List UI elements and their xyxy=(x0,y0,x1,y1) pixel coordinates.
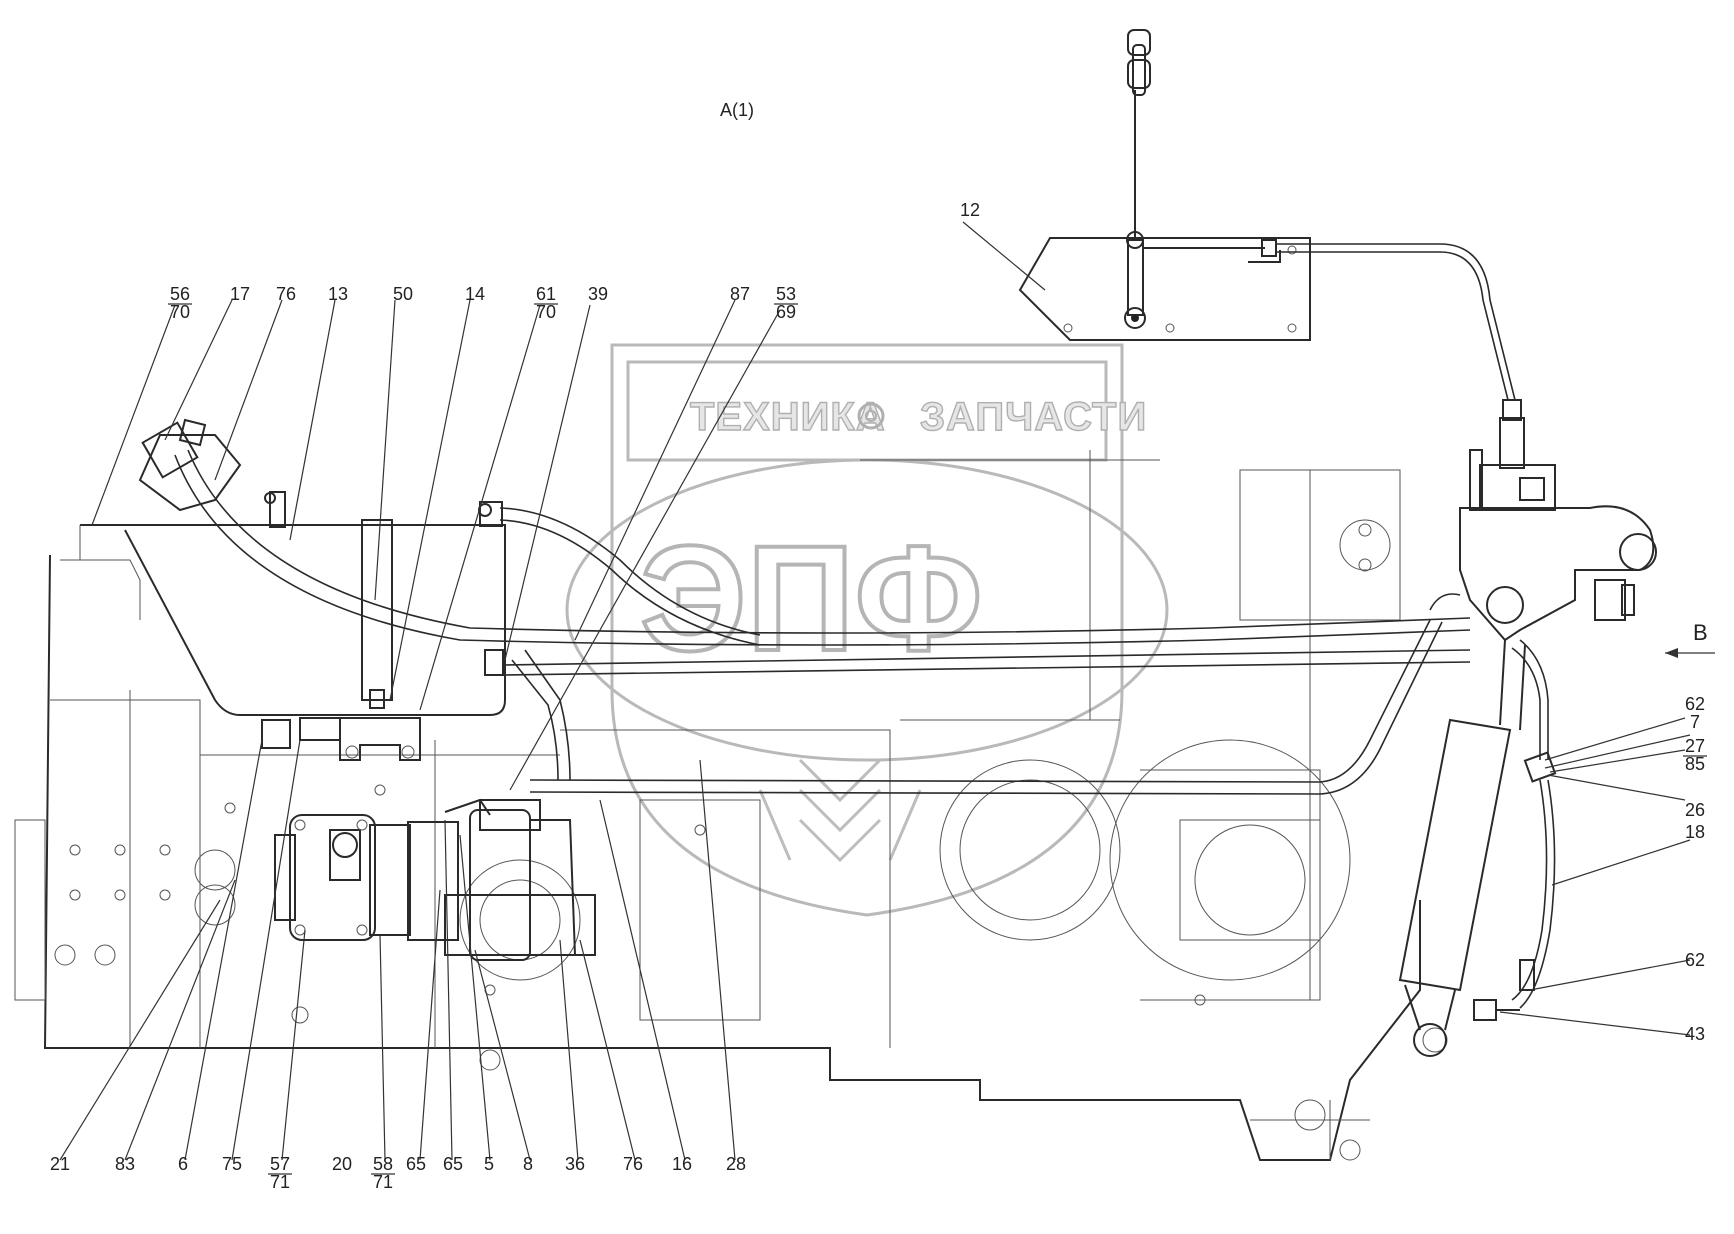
callout-70b: 70 xyxy=(536,302,556,322)
oil-tank xyxy=(79,491,506,761)
callout-76-top: 76 xyxy=(276,284,296,304)
callout-6: 6 xyxy=(178,1154,188,1174)
callout-8: 8 xyxy=(523,1154,533,1174)
callout-56: 56 xyxy=(170,284,190,304)
callout-18: 18 xyxy=(1685,822,1705,842)
callout-53: 53 xyxy=(776,284,796,304)
direction-label: В xyxy=(1693,620,1708,645)
callout-27: 27 xyxy=(1685,736,1705,756)
wheat-emblem-icon xyxy=(758,758,922,863)
control-cable xyxy=(1276,243,1525,469)
filler-neck xyxy=(138,418,242,512)
gear-icon xyxy=(857,402,885,430)
callout-57: 57 xyxy=(270,1154,290,1174)
callout-20: 20 xyxy=(332,1154,352,1174)
callout-69: 69 xyxy=(776,302,796,322)
callout-50: 50 xyxy=(393,284,413,304)
callout-labels: А(1) В 56 70 17 76 13 50 14 61 70 39 87 … xyxy=(50,100,1715,1192)
hose-18 xyxy=(1473,639,1557,1021)
callout-62-bottom: 62 xyxy=(1685,950,1705,970)
callout-61: 61 xyxy=(536,284,556,304)
watermark-big-text: ЭПФ xyxy=(640,514,983,682)
hose-bundle xyxy=(174,449,1471,676)
view-label: А(1) xyxy=(720,100,754,120)
callout-75: 75 xyxy=(222,1154,242,1174)
callout-5: 5 xyxy=(484,1154,494,1174)
callout-58: 58 xyxy=(373,1154,393,1174)
transmission-housing xyxy=(14,450,1448,1161)
callout-39: 39 xyxy=(588,284,608,304)
callout-12: 12 xyxy=(960,200,980,220)
callout-36: 36 xyxy=(565,1154,585,1174)
callout-65b: 65 xyxy=(443,1154,463,1174)
callout-65a: 65 xyxy=(406,1154,426,1174)
callout-76-bottom: 76 xyxy=(623,1154,643,1174)
watermark-text-left: ТЕХНИКА xyxy=(690,395,886,439)
leader-lines xyxy=(59,221,1691,1161)
callout-14: 14 xyxy=(465,284,485,304)
callout-87: 87 xyxy=(730,284,750,304)
callout-71b: 71 xyxy=(373,1172,393,1192)
arrow-left-icon xyxy=(1665,648,1678,658)
callout-17: 17 xyxy=(230,284,250,304)
callout-7: 7 xyxy=(1690,712,1700,732)
watermark-text-right: ЗАПЧАСТИ xyxy=(920,395,1147,439)
watermark: ТЕХНИКА ЗАПЧАСТИ ЭПФ xyxy=(565,343,1169,917)
callout-28: 28 xyxy=(726,1154,746,1174)
callout-26: 26 xyxy=(1685,800,1705,820)
hydraulic-cylinder xyxy=(1398,639,1526,1057)
callout-85: 85 xyxy=(1685,754,1705,774)
callout-83: 83 xyxy=(115,1154,135,1174)
callout-70: 70 xyxy=(170,302,190,322)
mounting-bolts xyxy=(224,784,1206,1006)
callout-71a: 71 xyxy=(270,1172,290,1192)
callout-16: 16 xyxy=(672,1154,692,1174)
callout-13: 13 xyxy=(328,284,348,304)
distributor-valve xyxy=(1459,449,1657,642)
callout-21: 21 xyxy=(50,1154,70,1174)
callout-43: 43 xyxy=(1685,1024,1705,1044)
control-panel xyxy=(1018,29,1311,341)
callout-62-top: 62 xyxy=(1685,694,1705,714)
